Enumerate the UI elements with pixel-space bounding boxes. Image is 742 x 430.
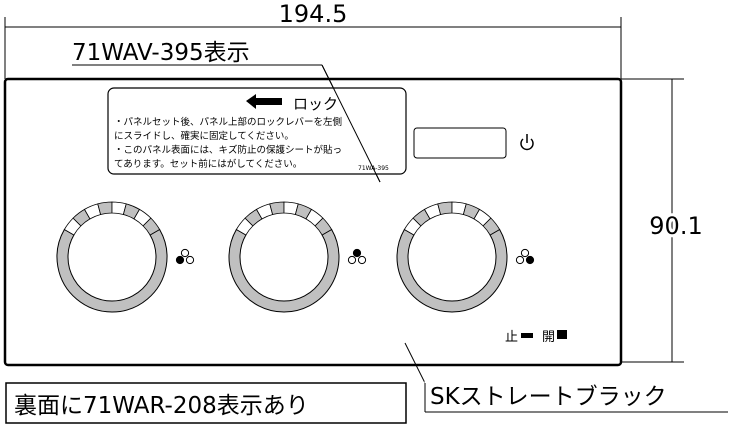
burner-knob[interactable] <box>228 201 340 313</box>
height-dimension: 90.1 <box>649 212 702 240</box>
svg-text:・パネルセット後、パネル上部のロックレバーを左側: ・パネルセット後、パネル上部のロックレバーを左側 <box>114 116 342 128</box>
stop-label: 止 <box>505 330 518 345</box>
svg-text:にスライドし、確実に固定してください。: にスライドし、確実に固定してください。 <box>114 130 294 142</box>
color-name-label: SKストレートブラック <box>430 384 667 410</box>
display-window <box>413 127 507 159</box>
front-marking-label: 71WAV-395表示 <box>72 40 250 66</box>
left-arrow-icon <box>246 94 282 109</box>
burner-knob[interactable] <box>396 201 508 313</box>
open-label: 開 <box>542 330 555 345</box>
back-marking-label: 裏面に71WAR-208表示あり <box>14 393 309 419</box>
svg-text:てあります。セット前にはがしてください。: てあります。セット前にはがしてください。 <box>114 158 302 170</box>
width-dimension: 194.5 <box>279 0 348 28</box>
sticker-title: ロック <box>293 95 338 113</box>
svg-text:・このパネル表面には、キズ防止の保護シートが貼っ: ・このパネル表面には、キズ防止の保護シートが貼っ <box>114 144 342 156</box>
lock-sticker <box>107 87 407 175</box>
power-icon[interactable] <box>520 134 534 151</box>
burner-knob[interactable] <box>56 201 168 313</box>
flame-level-icon <box>175 248 195 265</box>
flame-level-icon <box>515 248 535 265</box>
flame-level-icon <box>347 248 367 265</box>
